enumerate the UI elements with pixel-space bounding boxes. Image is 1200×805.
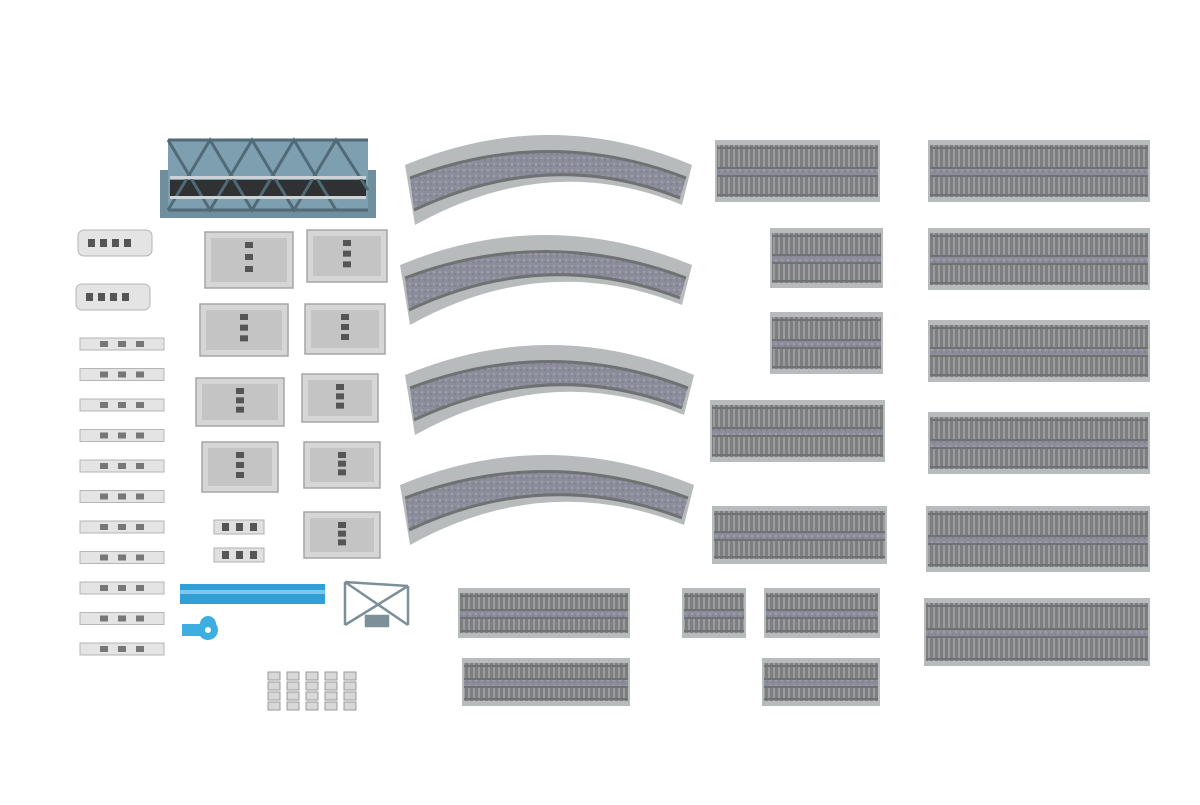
- straight-track: [710, 400, 885, 462]
- end-cap: [77, 229, 153, 257]
- straight-track: [712, 506, 887, 564]
- pier: [301, 373, 379, 423]
- small-connector: [267, 691, 281, 701]
- connector: [213, 547, 265, 563]
- straight-track: [770, 312, 883, 374]
- straight-track: [715, 140, 880, 202]
- end-cap: [75, 283, 151, 311]
- curved-tracks: [400, 135, 694, 545]
- straight-track: [462, 658, 630, 706]
- small-connector: [324, 671, 338, 681]
- pier: [304, 303, 386, 355]
- straight-track: [928, 140, 1150, 202]
- small-connector: [305, 701, 319, 711]
- small-connector: [343, 681, 357, 691]
- small-connector: [305, 691, 319, 701]
- clip: [79, 520, 165, 534]
- small-connector: [343, 691, 357, 701]
- small-connector: [286, 671, 300, 681]
- pier: [303, 511, 381, 559]
- small-connector: [324, 701, 338, 711]
- clip: [79, 459, 165, 473]
- pier: [195, 377, 285, 427]
- straight-track: [926, 506, 1150, 572]
- small-connector: [343, 701, 357, 711]
- straight-track: [928, 320, 1150, 382]
- straight-track: [764, 588, 880, 638]
- pier: [303, 441, 381, 489]
- curved-track: [400, 455, 694, 545]
- pier: [204, 231, 294, 289]
- clip: [79, 551, 165, 564]
- track-clips: [75, 229, 165, 656]
- small-connector: [267, 681, 281, 691]
- small-connector: [324, 681, 338, 691]
- straight-track: [762, 658, 880, 706]
- curved-track: [405, 135, 692, 225]
- small-connector: [286, 681, 300, 691]
- clip: [79, 429, 165, 442]
- connector-pieces: [213, 519, 357, 711]
- small-connector: [267, 701, 281, 711]
- key-tool: [182, 616, 218, 640]
- curved-track: [405, 345, 694, 435]
- straight-tracks: [458, 140, 1150, 706]
- small-connector: [286, 691, 300, 701]
- clip: [79, 490, 165, 503]
- clip: [79, 368, 165, 381]
- curved-track: [400, 235, 692, 325]
- small-connector: [343, 671, 357, 681]
- clip: [79, 581, 165, 595]
- small-connector: [324, 691, 338, 701]
- small-connector: [305, 671, 319, 681]
- piers: [195, 229, 388, 559]
- catenary-frame: [343, 580, 410, 628]
- pier: [306, 229, 388, 283]
- straight-track: [924, 598, 1150, 666]
- pier: [199, 303, 289, 357]
- straight-track: [682, 588, 746, 638]
- pier: [201, 441, 279, 493]
- small-connector: [305, 681, 319, 691]
- small-connector: [286, 701, 300, 711]
- straight-track: [458, 588, 630, 638]
- clip: [79, 337, 165, 351]
- clip: [79, 642, 165, 656]
- straight-track: [928, 228, 1150, 290]
- rerailer-tool: [180, 584, 325, 604]
- straight-track: [770, 228, 883, 288]
- connector: [213, 519, 265, 535]
- straight-track: [928, 412, 1150, 474]
- clip: [79, 612, 165, 625]
- truss-bridge: [160, 137, 376, 218]
- clip: [79, 398, 165, 412]
- small-connector: [267, 671, 281, 681]
